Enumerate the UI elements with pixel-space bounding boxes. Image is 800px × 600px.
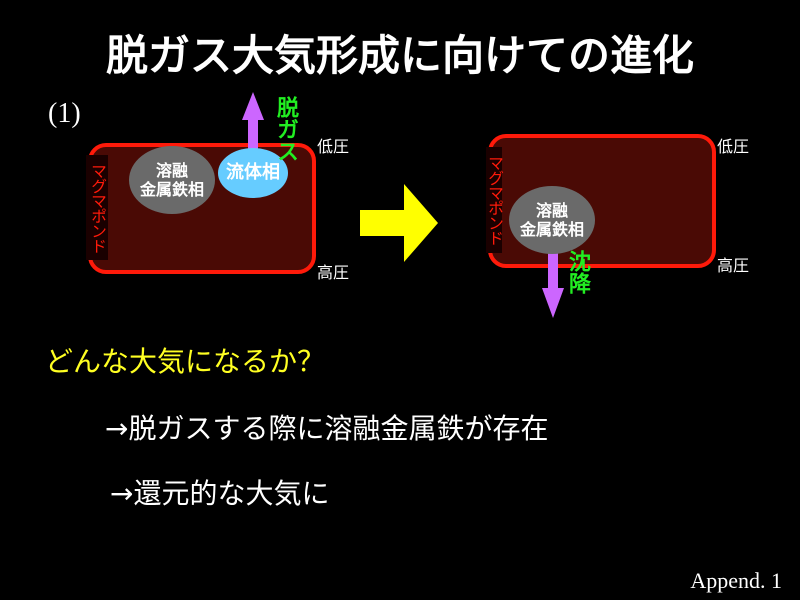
- slide-footer: Append. 1: [690, 568, 782, 593]
- molten-metal-phase: 溶融金属鉄相: [129, 146, 215, 214]
- molten-metal-phase: 溶融金属鉄相: [509, 186, 595, 254]
- question-text: どんな大気になるか？: [45, 345, 326, 378]
- low-pressure-label: 低圧: [317, 137, 350, 156]
- up-arrow-icon: [242, 92, 264, 152]
- right-arrow-icon: [360, 184, 438, 262]
- metal-line-1: 溶融: [535, 200, 568, 220]
- metal-line-1: 溶融: [155, 160, 188, 180]
- step-number: (1): [48, 98, 81, 129]
- down-arrow-icon: [542, 250, 564, 318]
- degassing-label: 脱ガス: [273, 96, 298, 162]
- answer-line-1: →脱ガスする際に溶融金属鉄が存在: [105, 412, 549, 445]
- answer-line-2: →還元的な大気に: [110, 477, 330, 510]
- magma-pond-label: マグマポンド: [86, 155, 108, 260]
- low-pressure-label: 低圧: [717, 137, 750, 156]
- slide-title: 脱ガス大気形成に向けての進化: [105, 31, 694, 80]
- metal-line-2: 金属鉄相: [519, 220, 584, 239]
- high-pressure-label: 高圧: [317, 263, 350, 282]
- high-pressure-label: 高圧: [717, 256, 750, 275]
- magma-pond-label: マグマポンド: [485, 147, 504, 253]
- sinking-label: 沈降: [565, 250, 590, 294]
- fluid-phase: 流体相: [218, 148, 288, 198]
- metal-line-2: 金属鉄相: [139, 180, 204, 199]
